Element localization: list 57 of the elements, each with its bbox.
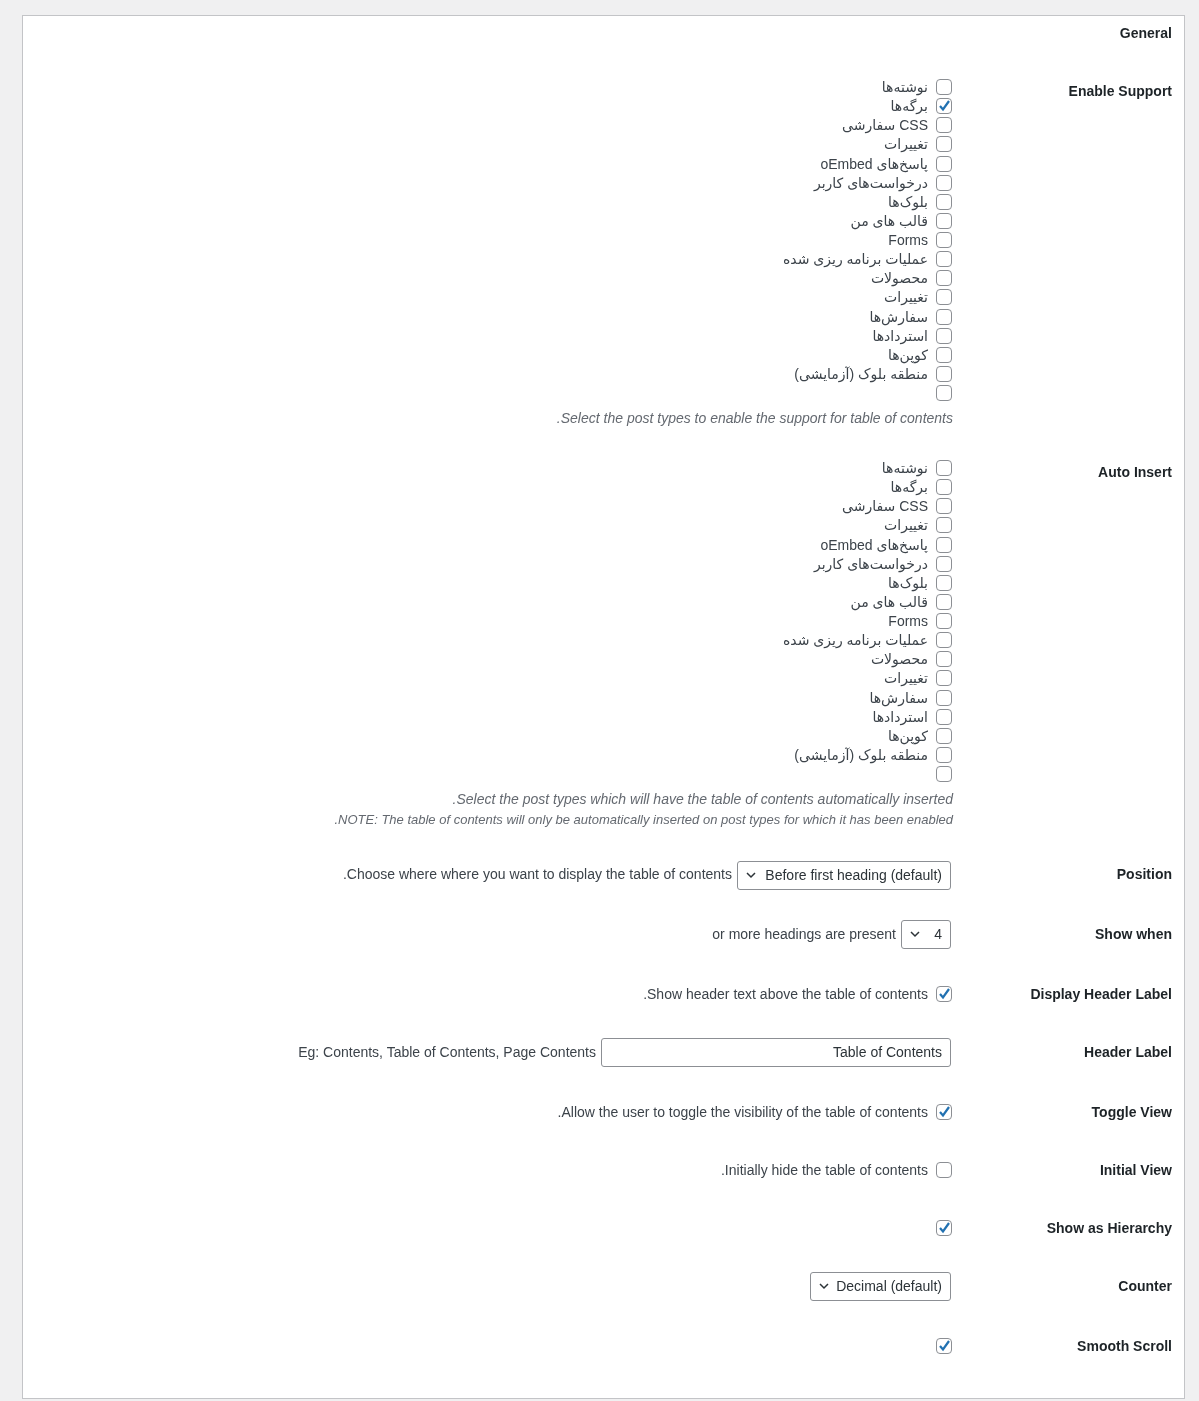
field-label: Position	[1116, 865, 1172, 883]
checkbox-label: برگه‌ها	[890, 97, 928, 116]
help-text: Select the post types to enable the support for table of contents.	[556, 409, 953, 427]
field-label: Show as Hierarchy	[1046, 1219, 1172, 1237]
checkbox-label: عملیات برنامه ریزی شده	[783, 631, 928, 650]
field-description: Eg: Contents, Table of Contents, Page Contents	[298, 1043, 596, 1061]
checkbox-label: پاسخ‌های oEmbed	[820, 154, 928, 173]
field-description: Initially hide the table of contents.	[720, 1161, 928, 1179]
checkbox-label: تغییرات	[884, 288, 928, 307]
field-description: Show header text above the table of contents.	[643, 985, 928, 1003]
checkbox-label: بلوک‌ها	[888, 192, 928, 211]
checkbox-label: قالب های من	[850, 211, 928, 230]
checkbox-label: محصولات	[870, 650, 928, 669]
field-label: Initial View	[1099, 1161, 1172, 1179]
field-label: Auto Insert	[1098, 463, 1172, 481]
section-title: General	[1119, 24, 1172, 42]
checkbox-label: Forms	[888, 231, 928, 250]
checkbox-label: بلوک‌ها	[888, 573, 928, 592]
checkbox-label: منطقه بلوک (آزمایشی)	[794, 745, 928, 764]
checkbox-label: Forms	[888, 612, 928, 631]
checkbox-label: تغییرات	[884, 516, 928, 535]
text-input-field: Table of Contents	[601, 1038, 951, 1067]
checkbox-label: سفارش‌ها	[869, 688, 928, 707]
checkbox-label: درخواست‌های کاربر	[813, 554, 928, 573]
checkbox-label: قالب های من	[850, 592, 928, 611]
field-label: Enable Support	[1068, 82, 1172, 100]
checkbox-label: استردادها	[872, 326, 928, 345]
checkbox-label: کوپن‌ها	[887, 345, 928, 364]
field-label: Toggle View	[1091, 1103, 1172, 1121]
checkbox-label: پاسخ‌های oEmbed	[820, 535, 928, 554]
checkbox-label: استردادها	[872, 707, 928, 726]
dropdown-select: Before first heading (default)	[737, 861, 951, 890]
checkbox-label: تغییرات	[884, 135, 928, 154]
checkbox-label: تغییرات	[884, 669, 928, 688]
dropdown-select: Decimal (default)	[810, 1272, 951, 1301]
checkbox-label: نوشته‌ها	[881, 78, 928, 96]
field-label: Smooth Scroll	[1077, 1337, 1172, 1355]
help-text: Select the post types which will have the table of contents automatically inserted.	[452, 790, 953, 808]
field-label: Header Label	[1084, 1043, 1172, 1061]
field-label: Show when	[1095, 925, 1172, 943]
checkbox-label: سفارش‌ها	[869, 307, 928, 326]
field-description: Choose where where you want to display the table of contents.	[342, 865, 732, 883]
field-label: Display Header Label	[1030, 985, 1172, 1003]
checkbox-label: CSS سفارشی	[842, 497, 928, 516]
checkbox-label: برگه‌ها	[890, 478, 928, 497]
checkbox-label: نوشته‌ها	[881, 459, 928, 477]
dropdown-select: 4	[901, 920, 951, 949]
checkbox-label: کوپن‌ها	[887, 726, 928, 745]
field-description: or more headings are present	[712, 925, 896, 943]
checkbox-label: منطقه بلوک (آزمایشی)	[794, 364, 928, 383]
checkbox-label: درخواست‌های کاربر	[813, 173, 928, 192]
note-text: NOTE: The table of contents will only be automatically inserted on post types for which it has been enabled.	[334, 811, 953, 829]
checkbox-label: CSS سفارشی	[842, 116, 928, 135]
field-label: Counter	[1118, 1277, 1172, 1295]
checkbox-label: محصولات	[870, 269, 928, 288]
checkbox-label: عملیات برنامه ریزی شده	[783, 250, 928, 269]
field-description: Allow the user to toggle the visibility of the table of contents.	[557, 1103, 928, 1121]
